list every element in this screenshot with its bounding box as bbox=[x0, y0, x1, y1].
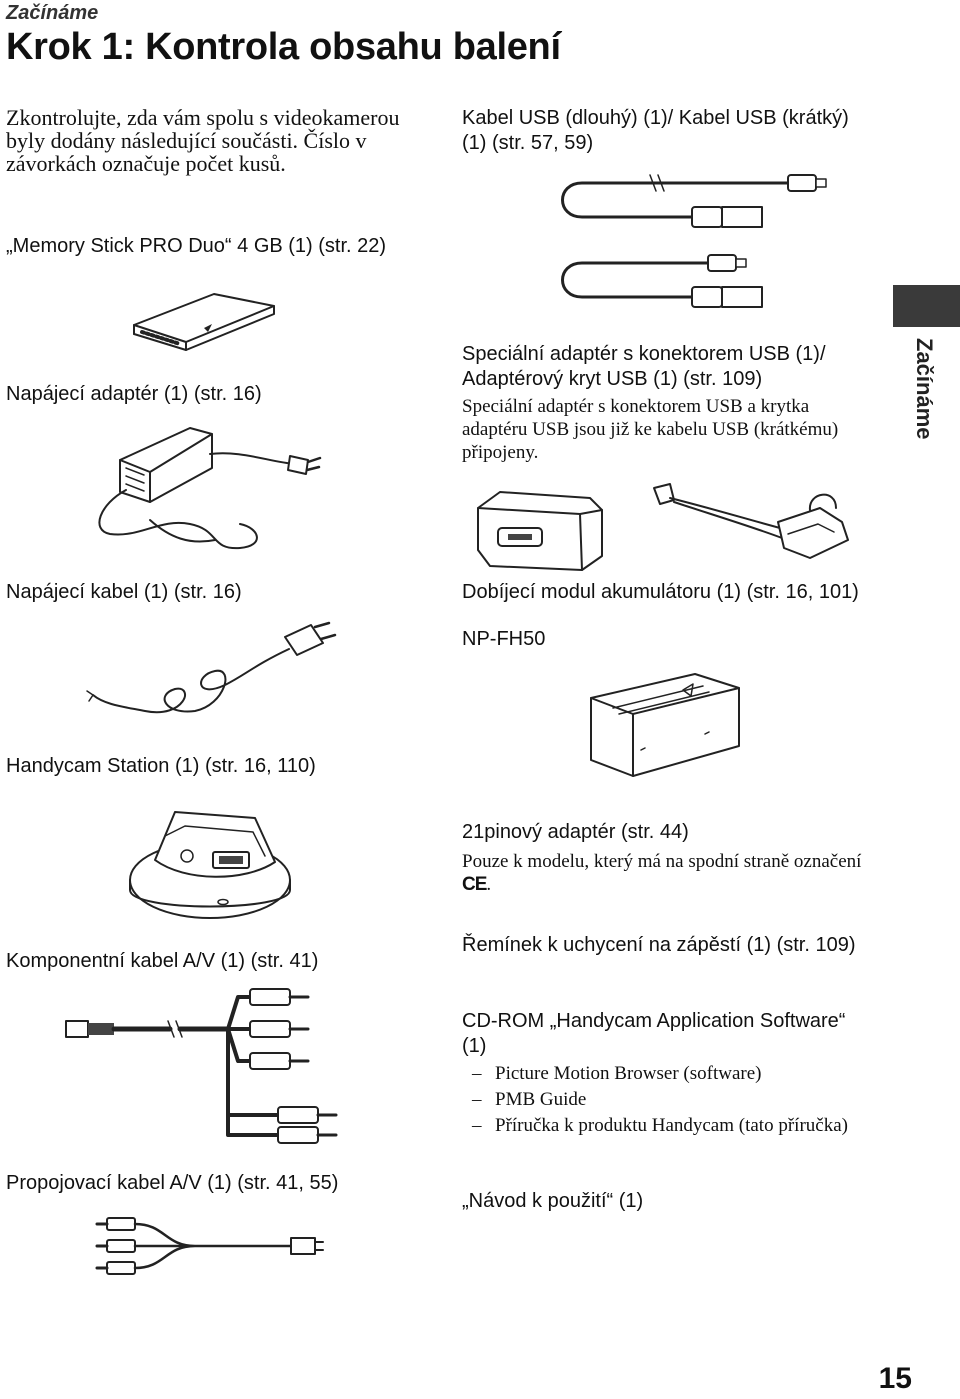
item-component-cable: Komponentní kabel A/V (1) (str. 41) bbox=[6, 950, 319, 972]
list-item-text: Příručka k produktu Handycam (tato příru… bbox=[495, 1115, 848, 1136]
note-period: . bbox=[486, 874, 492, 895]
page-title: Krok 1: Kontrola obsahu balení bbox=[6, 26, 561, 68]
list-dash: – bbox=[472, 1063, 482, 1084]
list-item: –PMB Guide bbox=[462, 1088, 862, 1111]
item-manual: „Návod k použití“ (1) bbox=[462, 1190, 644, 1212]
page-number: 15 bbox=[878, 1362, 912, 1395]
item-ac-adaptor: Napájecí adaptér (1) (str. 16) bbox=[6, 383, 262, 405]
power-cord-illustration bbox=[86, 621, 337, 714]
item-battery-charger: Dobíjecí modul akumulátoru (1) (str. 16,… bbox=[462, 581, 859, 603]
ac-adaptor-illustration bbox=[98, 427, 322, 550]
usb-adaptor-illustration bbox=[477, 483, 849, 571]
pin-adaptor-note-text: Pouze k modelu, který má na spodní stran… bbox=[462, 851, 862, 872]
list-dash: – bbox=[472, 1089, 482, 1110]
pin-adaptor-note: Pouze k modelu, který má na spodní stran… bbox=[462, 850, 872, 896]
list-item-text: PMB Guide bbox=[495, 1089, 587, 1110]
cdrom-contents-list: –Picture Motion Browser (software) –PMB … bbox=[462, 1062, 862, 1137]
item-usb-cable: Kabel USB (dlouhý) (1)/ Kabel USB (krátk… bbox=[462, 107, 849, 154]
handycam-station-illustration bbox=[129, 811, 291, 919]
list-item-text: Picture Motion Browser (software) bbox=[495, 1063, 762, 1084]
item-cdrom: CD-ROM „Handycam Application Software“ (… bbox=[462, 1010, 846, 1057]
item-handycam-station: Handycam Station (1) (str. 16, 110) bbox=[6, 755, 316, 777]
section-label: Začínáme bbox=[6, 2, 99, 24]
item-av-cable: Propojovací kabel A/V (1) (str. 41, 55) bbox=[6, 1172, 339, 1194]
item-wrist-strap: Řemínek k uchycení na zápěstí (1) (str. … bbox=[462, 934, 856, 956]
side-tab-marker bbox=[893, 285, 960, 327]
av-cable-illustration bbox=[95, 1217, 324, 1275]
usb-cable-illustration bbox=[561, 174, 827, 308]
memory-stick-illustration bbox=[133, 293, 275, 351]
item-usb-adaptor: Speciální adaptér s konektorem USB (1)/ … bbox=[462, 343, 826, 390]
list-dash: – bbox=[472, 1115, 482, 1136]
item-pin-adaptor: 21pinový adaptér (str. 44) bbox=[462, 821, 689, 843]
component-cable-illustration bbox=[65, 988, 338, 1144]
item-memory-stick: „Memory Stick PRO Duo“ 4 GB (1) (str. 22… bbox=[6, 235, 387, 257]
list-item: –Příručka k produktu Handycam (tato přír… bbox=[462, 1114, 862, 1137]
ce-mark: CE bbox=[462, 874, 487, 895]
battery-illustration bbox=[590, 673, 740, 777]
item-battery-model: NP-FH50 bbox=[462, 628, 546, 650]
list-item: –Picture Motion Browser (software) bbox=[462, 1062, 862, 1085]
side-tab-label: Začínáme bbox=[912, 338, 937, 440]
item-power-cord: Napájecí kabel (1) (str. 16) bbox=[6, 581, 242, 603]
intro-text: Zkontrolujte, zda vám spolu s videokamer… bbox=[6, 105, 400, 176]
usb-adaptor-note: Speciální adaptér s konektorem USB a kry… bbox=[462, 396, 839, 463]
